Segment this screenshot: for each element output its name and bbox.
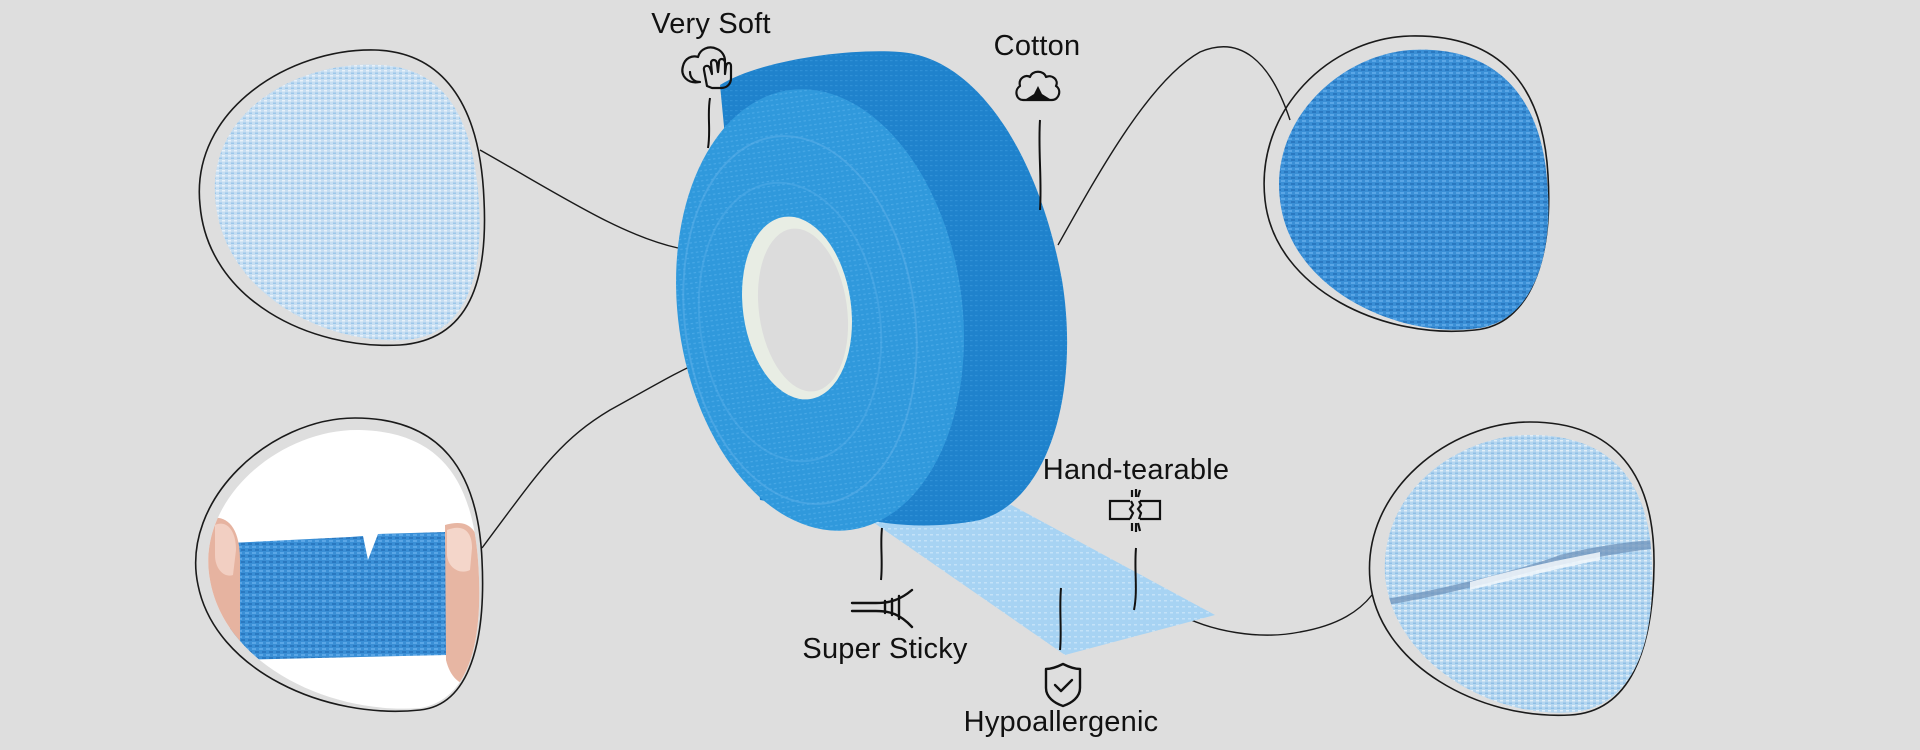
connector-line: [1174, 594, 1373, 636]
callout-hand-tear-demo: [195, 359, 706, 712]
feature-label-cotton: Cotton: [993, 30, 1081, 62]
callout-cotton-weave: [1057, 35, 1550, 332]
connector-line: [479, 149, 679, 249]
tape-strip: [870, 488, 1215, 655]
feature-label-super-sticky: Super Sticky: [802, 633, 968, 665]
connector-line: [1057, 46, 1291, 246]
callout-soft-texture: [198, 49, 679, 347]
adhesive-icon: [850, 588, 914, 629]
tear-icon: [1108, 489, 1162, 532]
cotton-boll-icon: [1015, 70, 1061, 102]
tape-roll: [676, 51, 1215, 655]
callout-adhesive-layer: [1174, 421, 1655, 717]
cloud-hand-icon: [681, 46, 733, 90]
connector-line: [481, 359, 706, 549]
feature-label-hypoallergenic: Hypoallergenic: [963, 706, 1159, 738]
feature-label-very-soft: Very Soft: [651, 8, 771, 40]
shield-check-icon: [1044, 662, 1082, 708]
leader-ticks: [707, 97, 1137, 651]
feature-label-hand-tearable: Hand-tearable: [1042, 454, 1230, 486]
